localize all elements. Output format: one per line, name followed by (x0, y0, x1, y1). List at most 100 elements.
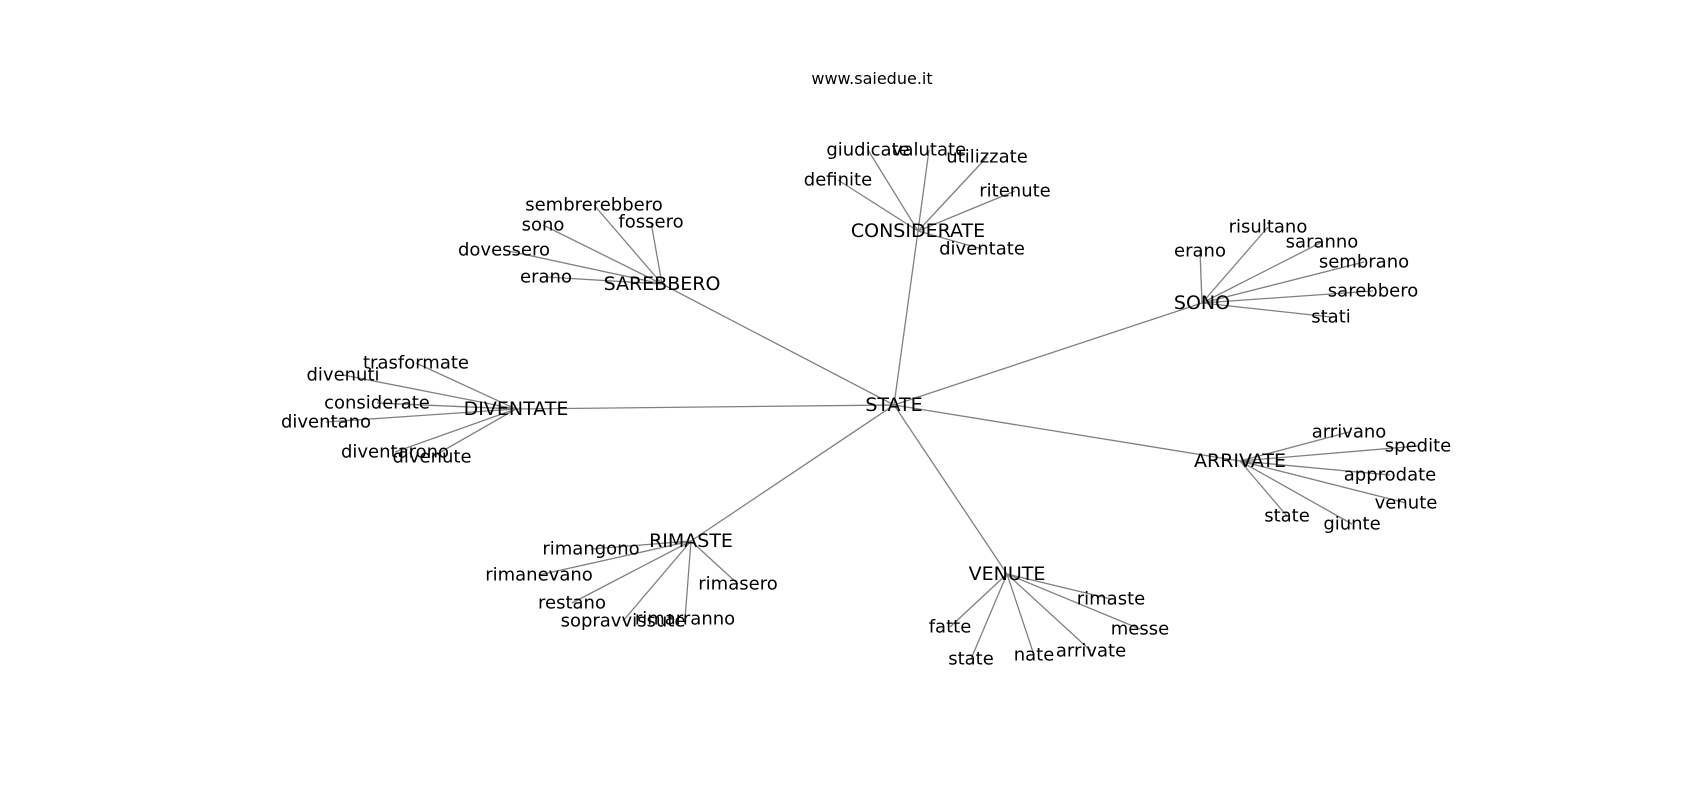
edge-sono-erano (1199, 250, 1203, 304)
node-hub-venute: VENUTE (969, 563, 1046, 585)
node-leaf-arrivate-arrivano: arrivano (1312, 422, 1387, 443)
node-leaf-venute-arrivate: arrivate (1056, 641, 1126, 662)
node-leaf-diventate-divenute: divenute (392, 447, 471, 468)
node-root: STATE (865, 394, 922, 416)
edge-sarebbero-fossero (650, 221, 663, 285)
edge-sono-sarebbero (1201, 290, 1374, 304)
edge-considerate-utilizzate (917, 156, 988, 232)
edge-diventate-considerate (376, 402, 517, 410)
edge-considerate-valutate (917, 149, 930, 232)
edge-arrivate-state (1239, 460, 1288, 517)
edge-considerate-diventate (917, 230, 983, 250)
edge-diventate-diventarono (394, 408, 517, 453)
edge-sono-sembrano (1201, 261, 1365, 304)
edge-sarebbero-dovessero (503, 249, 663, 285)
node-leaf-venute-messe: messe (1111, 619, 1169, 640)
node-leaf-sono-stati: stati (1311, 307, 1351, 328)
node-leaf-sono-sarebbero: sarebbero (1328, 281, 1418, 302)
node-leaf-arrivate-spedite: spedite (1385, 436, 1451, 457)
node-leaf-rimaste-sopravvissute: sopravvissute (561, 611, 686, 632)
edge-diventate-divenuti (342, 374, 517, 410)
node-leaf-sono-risultano: risultano (1229, 217, 1308, 238)
node-leaf-sono-saranno: saranno (1286, 232, 1359, 253)
node-leaf-diventate-diventano: diventano (281, 412, 371, 433)
edge-root-sarebbero (661, 283, 895, 406)
node-hub-sarebbero: SAREBBERO (604, 273, 721, 295)
edge-venute-rimaste (1006, 573, 1112, 600)
node-leaf-considerate-definite: definite (804, 170, 872, 191)
node-leaf-rimaste-rimarranno: rimarranno (635, 609, 735, 630)
edge-arrivate-arrivano (1239, 431, 1350, 462)
node-leaf-venute-rimaste: rimaste (1077, 589, 1145, 610)
node-leaf-rimaste-rimasero: rimasero (698, 574, 777, 595)
node-leaf-considerate-ritenute: ritenute (979, 181, 1050, 202)
edge-venute-fatte (949, 573, 1008, 628)
edge-sarebbero-sembrerebbero (593, 204, 663, 285)
watermark-text: www.saiedue.it (811, 69, 932, 88)
edge-considerate-giudicate (867, 149, 919, 232)
edge-venute-messe (1006, 573, 1141, 630)
labels-layer: STATE CONSIDERATE giudicatevalutateutilizz… (281, 140, 1451, 670)
node-leaf-arrivate-giunte: giunte (1323, 514, 1380, 535)
edge-root-diventate (515, 404, 895, 410)
node-leaf-arrivate-approdate: approdate (1344, 465, 1437, 486)
node-leaf-rimaste-rimangono: rimangono (542, 539, 639, 560)
edge-root-sono (893, 302, 1203, 406)
edge-root-arrivate (893, 404, 1241, 462)
node-leaf-diventate-trasformate: trasformate (363, 353, 469, 374)
edge-considerate-definite (837, 179, 919, 232)
edge-sono-saranno (1201, 241, 1323, 304)
node-leaf-venute-nate: nate (1014, 645, 1055, 666)
edge-sarebbero-sono (542, 224, 663, 285)
node-leaf-venute-fatte: fatte (929, 617, 972, 638)
edge-arrivate-venute (1239, 460, 1407, 504)
edge-arrivate-giunte (1239, 460, 1353, 525)
node-leaf-sarebbero-sono: sono (522, 215, 565, 236)
edge-diventate-trasformate (415, 362, 517, 410)
node-leaf-sarebbero-sembrerebbero: sembrerebbero (525, 195, 663, 216)
node-leaf-diventate-diventarono: diventarono (341, 442, 449, 463)
edge-root-venute (893, 404, 1008, 575)
node-leaf-venute-state: state (948, 649, 994, 670)
edge-venute-arrivate (1006, 573, 1092, 652)
node-leaf-sarebbero-dovessero: dovessero (458, 240, 550, 261)
node-hub-sono: SONO (1174, 292, 1230, 314)
edge-sarebbero-erano (545, 276, 663, 285)
edge-diventate-diventano (325, 408, 517, 423)
node-leaf-sarebbero-fossero: fossero (618, 212, 683, 233)
edge-arrivate-approdate (1239, 460, 1391, 476)
node-leaf-considerate-valutate: valutate (892, 140, 966, 161)
edge-rimaste-rimarranno (684, 540, 692, 620)
edge-root-rimaste (690, 404, 895, 542)
edge-sono-risultano (1201, 226, 1269, 304)
node-leaf-arrivate-state: state (1264, 506, 1310, 527)
edge-arrivate-spedite (1239, 445, 1419, 462)
node-leaf-sono-erano: erano (1174, 241, 1226, 262)
edge-rimaste-restano (571, 540, 692, 604)
node-leaf-rimaste-restano: restano (538, 593, 606, 614)
edge-rimaste-rimanevano (538, 540, 692, 576)
edge-sono-stati (1201, 302, 1332, 318)
edge-root-considerate (893, 230, 919, 406)
node-hub-arrivate: ARRIVATE (1194, 450, 1286, 472)
edge-rimaste-rimangono (590, 540, 692, 550)
node-hub-rimaste: RIMASTE (649, 530, 733, 552)
node-hub-considerate: CONSIDERATE (851, 220, 985, 242)
node-leaf-considerate-giudicate: giudicate (826, 140, 909, 161)
node-leaf-sono-sembrano: sembrano (1319, 252, 1409, 273)
node-leaf-diventate-considerate: considerate (324, 393, 430, 414)
node-leaf-considerate-utilizzate: utilizzate (946, 147, 1028, 168)
edge-rimaste-sopravvissute (622, 540, 692, 622)
edge-venute-nate (1006, 573, 1035, 656)
edges-layer (325, 149, 1419, 660)
edge-diventate-divenute (431, 408, 517, 458)
node-leaf-arrivate-venute: venute (1375, 493, 1438, 514)
node-leaf-sarebbero-erano: erano (520, 267, 572, 288)
node-leaf-considerate-diventate: diventate (939, 239, 1025, 260)
node-leaf-diventate-divenuti: divenuti (306, 365, 379, 386)
edge-considerate-ritenute (917, 190, 1016, 232)
edge-venute-state (970, 573, 1008, 660)
node-hub-diventate: DIVENTATE (464, 398, 569, 420)
node-leaf-rimaste-rimanevano: rimanevano (485, 565, 593, 586)
